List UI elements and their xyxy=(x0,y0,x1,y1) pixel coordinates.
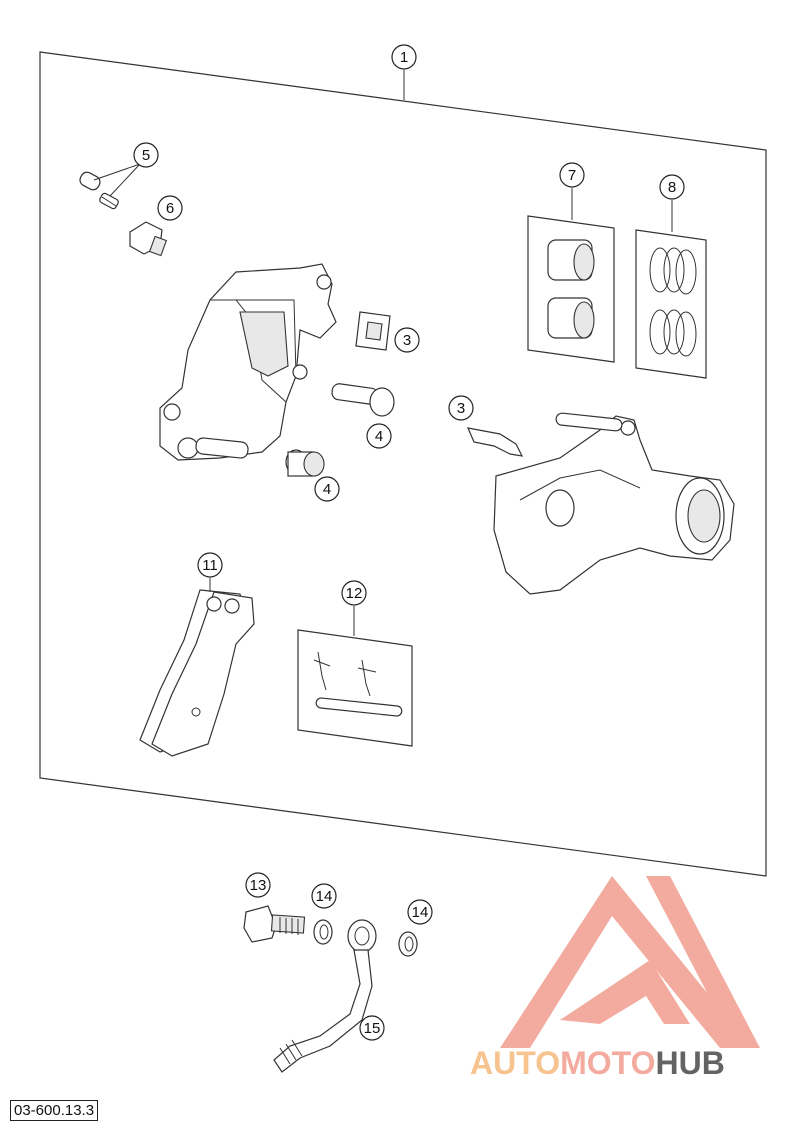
watermark-text-moto: MOTO xyxy=(560,1045,655,1081)
brake-pads-part xyxy=(139,589,255,757)
kit-outline xyxy=(39,51,767,877)
callout-4a: 4 xyxy=(366,423,392,449)
svg-text:4: 4 xyxy=(375,428,383,445)
caliper-support-part xyxy=(493,412,735,595)
bleed-screw-part xyxy=(79,171,119,210)
watermark-text-auto: AUTO xyxy=(470,1045,560,1081)
callout-11: 11 xyxy=(197,552,223,578)
callout-14a: 14 xyxy=(311,883,337,909)
svg-text:7: 7 xyxy=(568,167,576,184)
svg-text:AUTOMOTOHUB: AUTOMOTOHUB xyxy=(470,1045,725,1081)
svg-text:14: 14 xyxy=(412,904,429,921)
document-code: 03-600.13.3 xyxy=(10,1100,99,1121)
watermark-triangle-icon xyxy=(500,876,752,1048)
svg-text:14: 14 xyxy=(316,888,333,905)
svg-text:6: 6 xyxy=(166,200,174,217)
brake-line-part xyxy=(273,919,377,1073)
bushing-part xyxy=(285,449,325,477)
banjo-bolt-part xyxy=(243,905,306,943)
svg-text:15: 15 xyxy=(364,1020,381,1037)
caliper-body-part xyxy=(159,263,337,461)
svg-text:5: 5 xyxy=(142,147,150,164)
svg-text:1: 1 xyxy=(400,49,408,66)
piston-kit-part xyxy=(527,215,615,363)
callout-6: 6 xyxy=(157,195,183,221)
callout-1: 1 xyxy=(391,44,417,70)
callout-4b: 4 xyxy=(314,476,340,502)
callout-15: 15 xyxy=(359,1015,385,1041)
small-parts-kit-part xyxy=(297,629,413,747)
pad-retainer-part xyxy=(467,427,524,457)
plug-screw-part xyxy=(129,221,168,257)
washer-part xyxy=(313,919,333,945)
callout-3a: 3 xyxy=(394,327,420,353)
callout-8: 8 xyxy=(659,174,685,200)
svg-text:13: 13 xyxy=(250,877,267,894)
seal-kit-part xyxy=(635,229,707,379)
watermark-text-hub: HUB xyxy=(655,1045,724,1081)
callout-7: 7 xyxy=(559,162,585,188)
callout-14b: 14 xyxy=(407,899,433,925)
svg-text:11: 11 xyxy=(202,557,218,574)
svg-text:3: 3 xyxy=(457,400,465,417)
callout-12: 12 xyxy=(341,580,367,606)
pad-spring-part xyxy=(355,311,391,351)
guide-pin-part xyxy=(331,383,395,417)
svg-text:4: 4 xyxy=(323,481,331,498)
watermark-logo: AUTOMOTOHUB xyxy=(470,876,760,1081)
svg-text:3: 3 xyxy=(403,332,411,349)
callout-5: 5 xyxy=(133,142,159,168)
washer-part xyxy=(398,931,418,957)
svg-text:8: 8 xyxy=(668,179,676,196)
callout-13: 13 xyxy=(245,872,271,898)
callout-3b: 3 xyxy=(448,395,474,421)
svg-text:12: 12 xyxy=(346,585,363,602)
